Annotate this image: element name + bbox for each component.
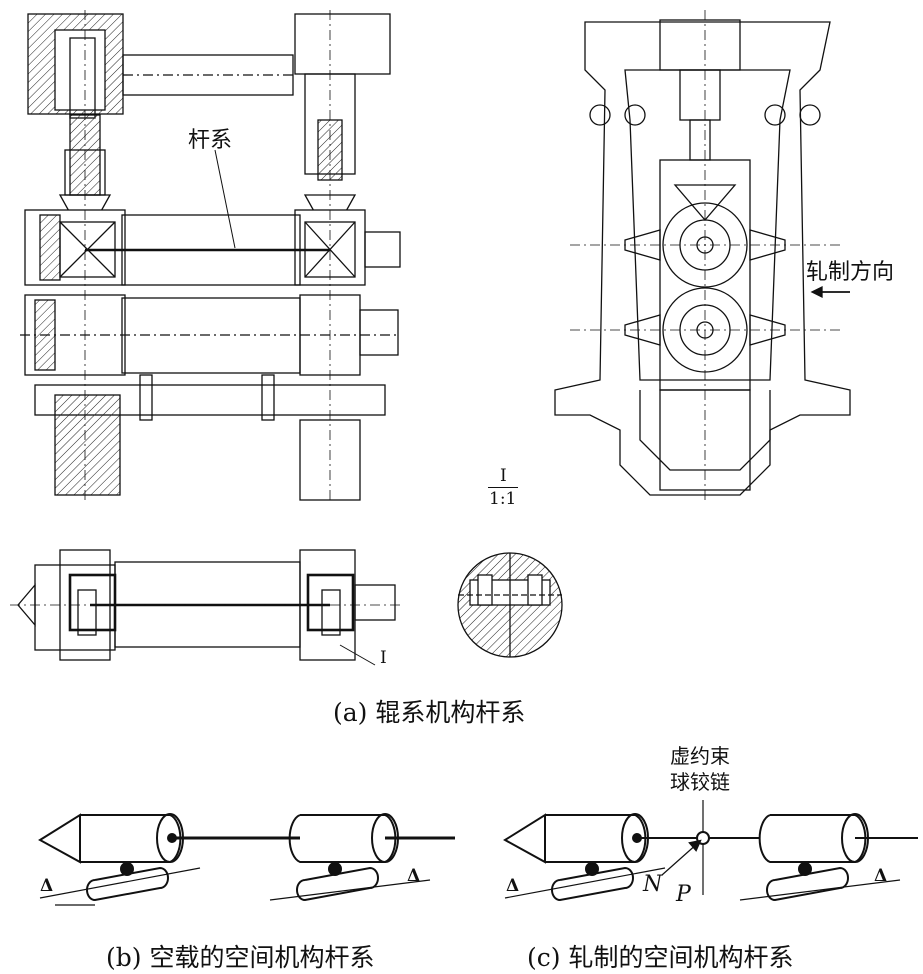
detail-view-circle xyxy=(457,552,563,658)
delta-c-left: Δ xyxy=(506,876,520,896)
roll-stand-side-view xyxy=(554,10,851,500)
caption-b: (b) 空载的空间机构杆系 xyxy=(106,943,375,972)
caption-c: (c) 轧制的空间机构杆系 xyxy=(527,943,794,972)
virtual-joint-label-2: 球铰链 xyxy=(670,770,730,794)
rolling-direction-label: 轧制方向 xyxy=(806,260,895,285)
virtual-joint-label-1: 虚约束 xyxy=(670,744,730,768)
rolling-mechanism-sketch xyxy=(503,800,918,902)
roll-assembly-front-view xyxy=(20,10,401,501)
delta-b-right: Δ xyxy=(407,866,421,886)
fraction-bar xyxy=(488,487,518,488)
roll-plan-view xyxy=(10,549,400,666)
idle-mechanism-sketch xyxy=(38,813,455,906)
caption-a: (a) 辊系机构杆系 xyxy=(333,698,526,727)
detail-mark-label: I xyxy=(500,466,507,486)
rod-system-label: 杆系 xyxy=(188,128,233,153)
detail-scale-label: 1:1 xyxy=(489,489,517,509)
force-n-label: N xyxy=(643,872,663,897)
section-mark-label: I xyxy=(380,648,387,668)
force-p-label: P xyxy=(676,882,691,907)
delta-b-left: Δ xyxy=(40,876,54,896)
delta-c-right: Δ xyxy=(874,866,888,886)
